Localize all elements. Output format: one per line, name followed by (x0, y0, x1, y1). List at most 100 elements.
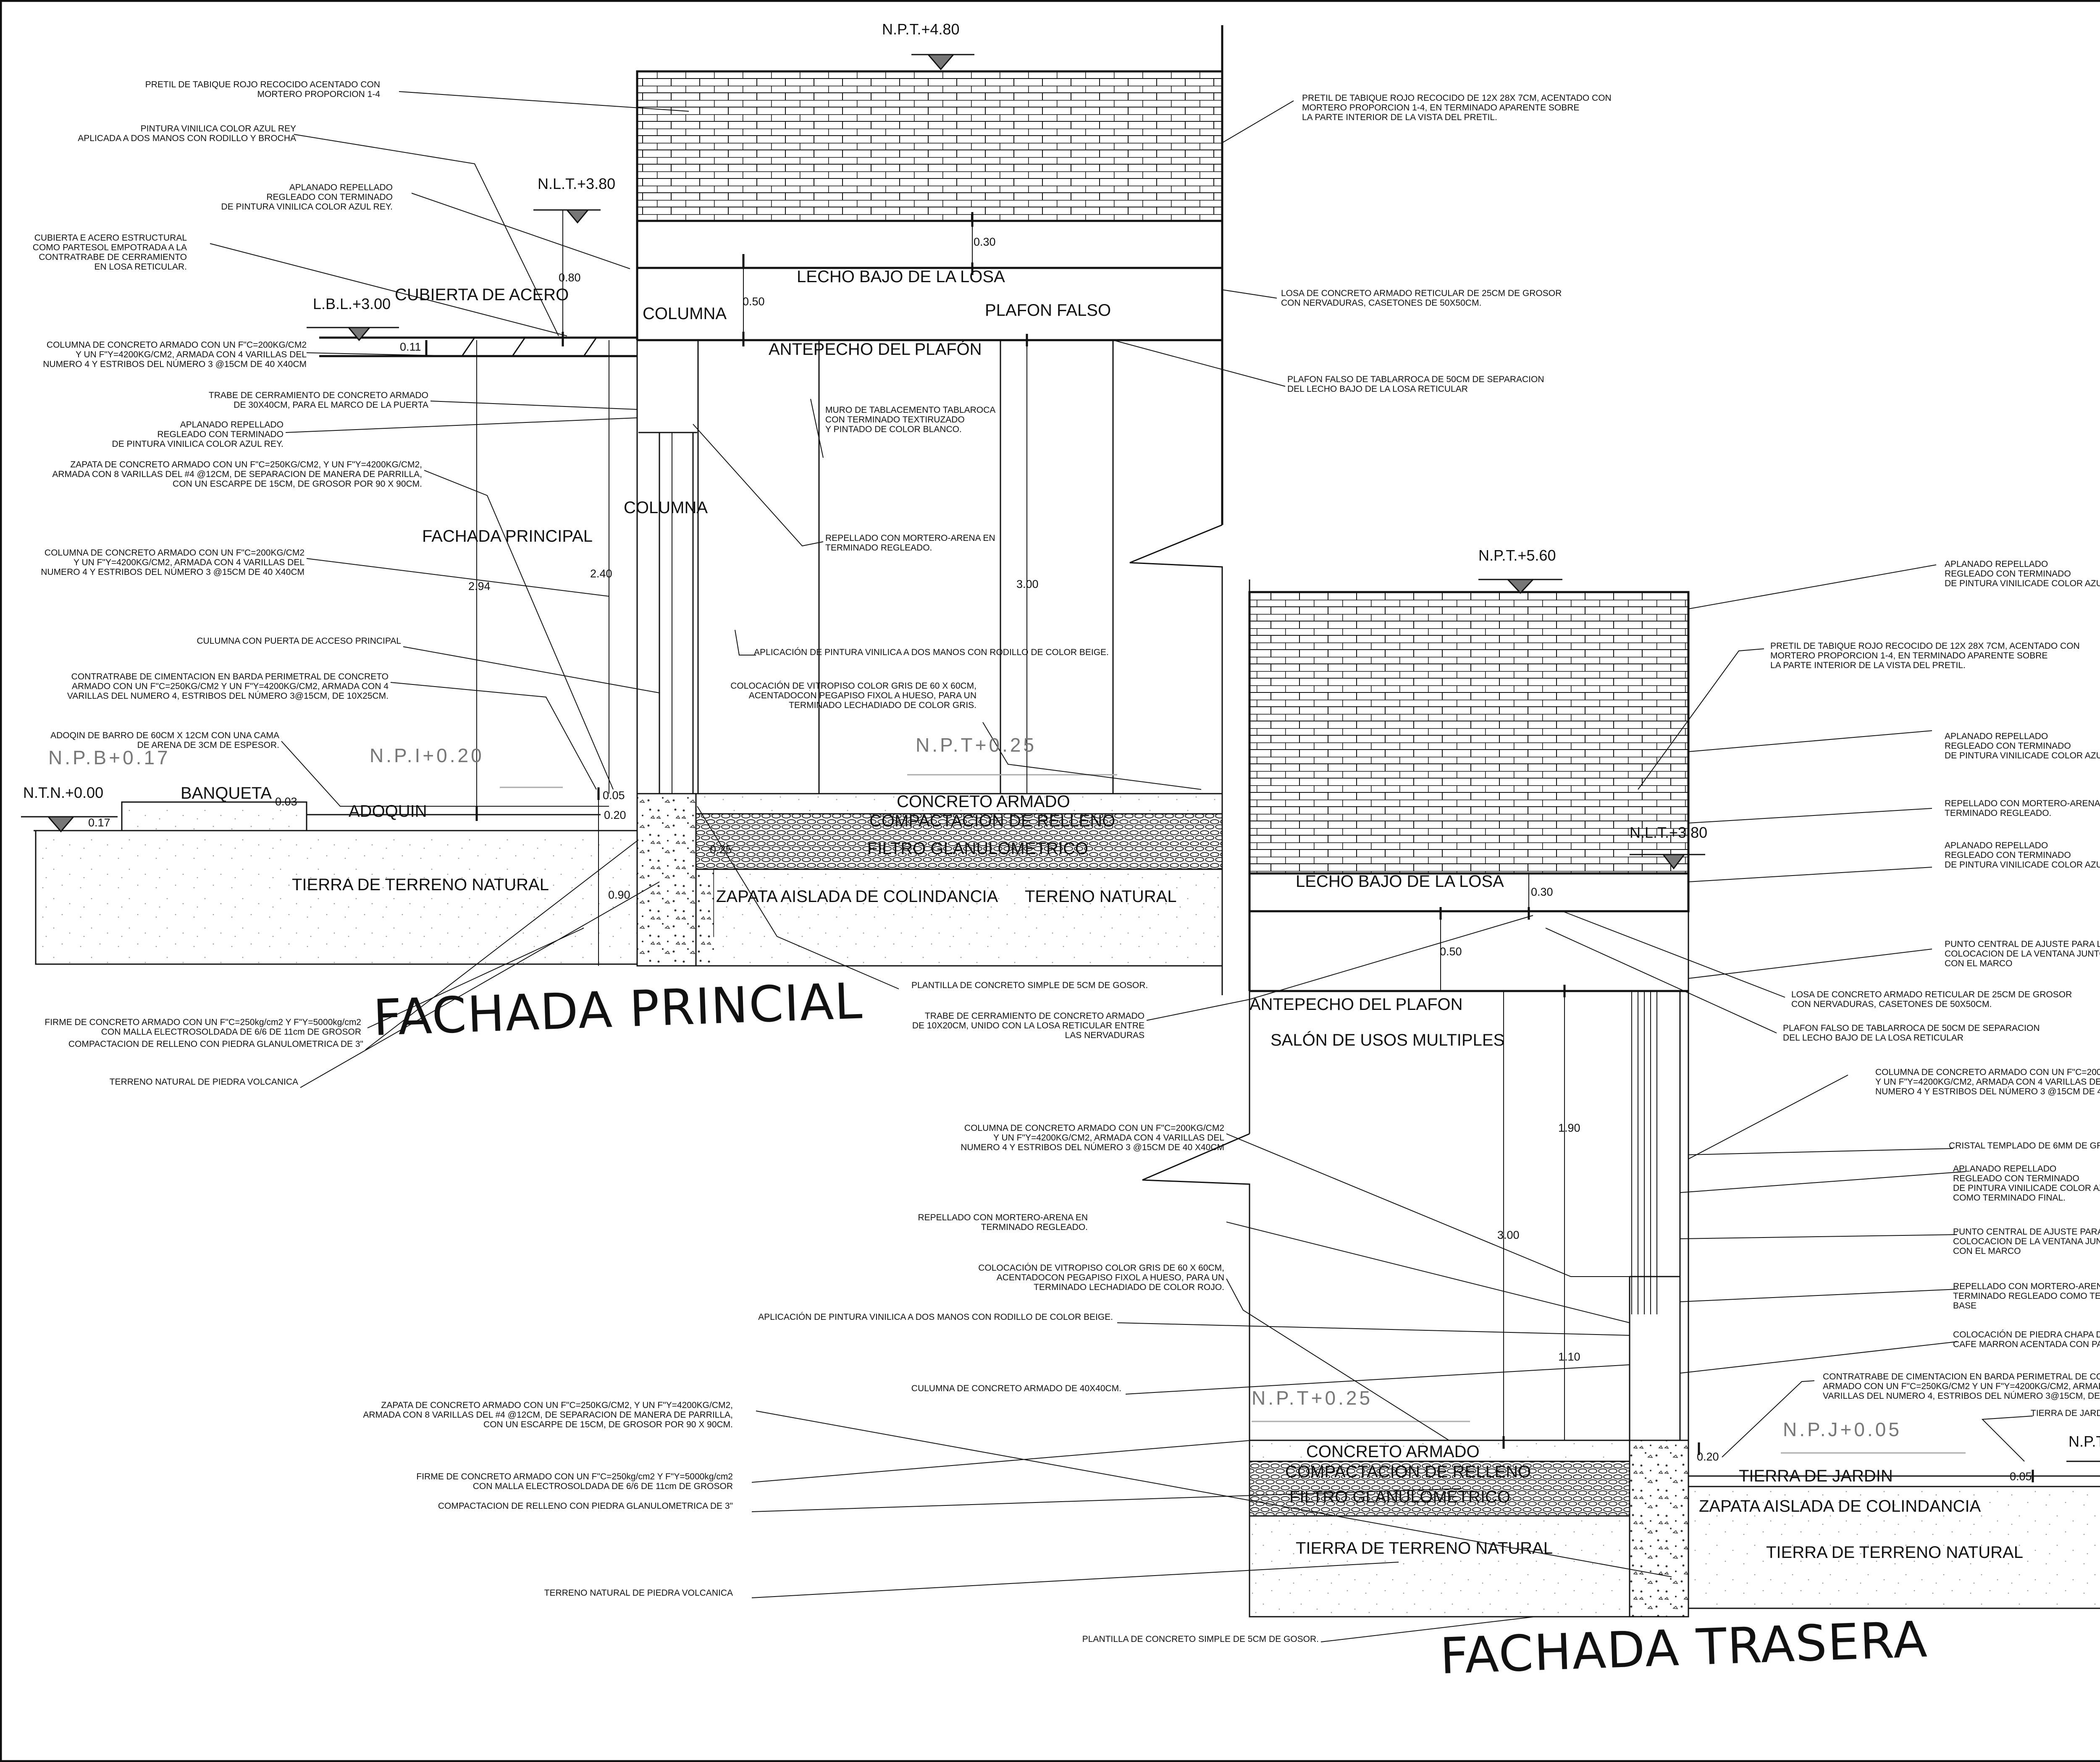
note-center-15: TERRENO NATURAL DE PIEDRA VOLCANICA (544, 1588, 733, 1598)
label-filtro-trasera: FILTRO GLANULOMETRICO (1289, 1488, 1510, 1506)
dim-017: 0.17 (88, 816, 110, 829)
level-nlt380: N.L.T.+3.80 (538, 175, 615, 192)
dim-011: 0.11 (400, 341, 421, 353)
note-left-1: PRETIL DE TABIQUE ROJO RECOCIDO ACENTADO… (145, 80, 381, 99)
note-left-11: CONTRATRABE DE CIMENTACION EN BARDA PERI… (67, 672, 388, 701)
note-right-18: CONTRATRABE DE CIMENTACION EN BARDA PERI… (1823, 1372, 2100, 1401)
label-banqueta: BANQUETA (181, 784, 272, 802)
note-right-2: LOSA DE CONCRETO ARMADO RETICULAR DE 25C… (1281, 288, 1562, 308)
note-left-14: COMPACTACION DE RELLENO CON PIEDRA GLANU… (68, 1039, 363, 1049)
label-filtro: FILTRO GLANULOMETRICO (867, 839, 1088, 858)
leader-lines (210, 91, 2033, 1642)
note-left-9: COLUMNA DE CONCRETO ARMADO CON UN F"C=20… (41, 548, 304, 577)
dim-240: 2.40 (590, 567, 612, 580)
note-right-11: PLAFON FALSO DE TABLARROCA DE 50CM DE SE… (1783, 1023, 2040, 1043)
dim-080: 0.80 (559, 271, 581, 284)
level-symbols (21, 54, 2100, 1462)
dimension-ticks (425, 212, 2034, 1482)
firme-2 (1249, 1439, 1630, 1462)
label-antepecho-trasera: ANTEPECHO DEL PLAFON (1250, 995, 1463, 1014)
title-fachada-principal: FACHADA PRINCIAL (372, 972, 864, 1047)
note-right-12: COLUMNA DE CONCRETO ARMADO CON UN F"C=20… (1875, 1067, 2100, 1096)
note-center-3: APLICACIÓN DE PINTURA VINILICA A DOS MAN… (754, 648, 1109, 657)
dimension-lines (476, 210, 1565, 1440)
label-tierra-jardin: TIERRA DE JARDIN (1739, 1467, 1893, 1485)
dim-294: 2.94 (468, 580, 491, 593)
label-tierra-natural-jardin: TIERRA DE TERRENO NATURAL (1766, 1543, 2023, 1562)
soil-left-2 (1249, 1515, 1630, 1618)
note-left-10: CULUMNA CON PUERTA DE ACCESO PRINCIPAL (197, 636, 401, 646)
note-left-15: TERRENO NATURAL DE PIEDRA VOLCANICA (110, 1077, 298, 1087)
label-columna: COLUMNA (643, 304, 727, 323)
zapata-2 (1629, 1439, 1689, 1618)
level-npt000: N.P.T.+0.00 (2068, 1433, 2100, 1450)
label-plafon: PLAFON FALSO (985, 301, 1111, 320)
dim-090: 0.90 (608, 889, 630, 901)
dim-050: 0.50 (743, 295, 765, 308)
label-columna-2: COLUMNA (624, 498, 708, 517)
label-zapata: ZAPATA AISLADA DE COLINDANCIA (716, 887, 998, 906)
note-left-13: FIRME DE CONCRETO ARMADO CON UN F"C=250k… (45, 1017, 361, 1037)
dim-020: 0.20 (604, 809, 626, 821)
fachada-principal-section (34, 25, 1223, 995)
dim-300: 3.00 (1016, 578, 1039, 590)
title-fachada-trasera: FACHADA TRASERA (1439, 1610, 1929, 1685)
note-center-9: COLOCACIÓN DE VITROPISO COLOR GRIS DE 60… (978, 1263, 1224, 1292)
losa-1 (636, 220, 1223, 269)
zapata-1 (636, 793, 697, 967)
dim-110: 1.10 (1558, 1350, 1580, 1363)
gravel-1 (695, 813, 1223, 870)
note-right-13: CRISTAL TEMPLADO DE 6MM DE GROSOR. (1949, 1141, 2100, 1151)
dim-030: 0.30 (974, 236, 996, 248)
note-center-14: COMPACTACION DE RELLENO CON PIEDRA GLANU… (438, 1501, 733, 1511)
note-right-16: REPELLADO CON MORTERO-ARENA ENTERMINADO … (1953, 1282, 2100, 1311)
label-concreto-armado: CONCRETO ARMADO (897, 792, 1070, 811)
dim-190: 1.90 (1558, 1122, 1580, 1134)
pretil-brick-2 (1248, 591, 1690, 875)
label-lecho-trasera: LECHO BAJO DE LA LOSA (1296, 872, 1504, 891)
level-lbl300: L.B.L.+3.00 (313, 295, 391, 312)
note-center-16: PLANTILLA DE CONCRETO SIMPLE DE 5CM DE G… (1082, 1634, 1319, 1644)
dim-003: 0.03 (275, 795, 297, 808)
label-tereno-natural: TERENO NATURAL (1025, 887, 1177, 906)
note-left-12: ADOQIN DE BARRO DE 60CM X 12CM CON UNA C… (50, 731, 279, 750)
label-fachada-principal: FACHADA PRINCIPAL (422, 527, 593, 545)
soil-right-2 (1688, 1486, 2100, 1609)
dim-005-trasera: 0.05 (2010, 1470, 2032, 1483)
level-npj005: N.P.J+0.05 (1783, 1419, 1902, 1440)
note-center-7: COLUMNA DE CONCRETO ARMADO CON UN F"C=20… (961, 1123, 1224, 1152)
note-center-13: FIRME DE CONCRETO ARMADO CON UN F"C=250k… (416, 1472, 733, 1491)
fachada-trasera-section (1142, 579, 2100, 1618)
level-npi020: N.P.I+0.20 (370, 745, 484, 766)
label-zapata-trasera: ZAPATA AISLADA DE COLINDANCIA (1699, 1497, 1981, 1516)
annotations-right: PRETIL DE TABIQUE ROJO RECOCIDO DE 12X 2… (1281, 93, 2100, 1418)
note-right-19: TIERRA DE JARDIN. (2031, 1408, 2100, 1418)
label-concreto-trasera: CONCRETO ARMADO (1306, 1442, 1480, 1461)
level-npt025: N.P.T+0.25 (916, 734, 1037, 756)
dim-025: 0.25 (710, 843, 732, 856)
dim-020-trasera: 0.20 (1697, 1450, 1719, 1463)
label-tierra-natural: TIERRA DE TERRENO NATURAL (292, 876, 549, 894)
note-center-10: APLICACIÓN DE PINTURA VINILICA A DOS MAN… (758, 1312, 1113, 1322)
level-npb017: N.P.B+0.17 (48, 747, 171, 768)
label-cubierta: CUBIERTA DE ACERO (395, 286, 569, 304)
soil-right-1 (714, 869, 1222, 966)
note-center-11: CULUMNA DE CONCRETO ARMADO DE 40X40CM. (911, 1384, 1121, 1393)
note-left-8: ZAPATA DE CONCRETO ARMADO CON UN F"C=250… (52, 460, 422, 489)
soil-left-1 (35, 830, 638, 965)
